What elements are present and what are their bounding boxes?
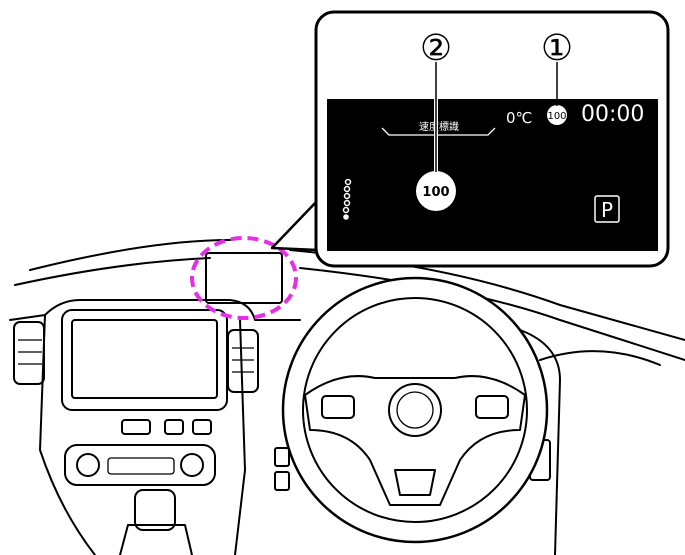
gear-shifter [119,489,193,555]
marker-2-leader: ② [420,28,452,172]
head-up-display-screen [327,99,658,251]
callout-box [314,10,670,268]
callout-pointer [270,198,320,252]
parking-gear-indicator: P [594,195,620,223]
marker-1-leader: ① [541,28,573,106]
hazard-buttons [121,419,212,435]
speed-sign-area: 速度標識 [381,120,496,136]
marker-1: ① [541,28,573,69]
large-speed-sign-icon [416,171,456,211]
center-infotainment-display [61,309,228,411]
gear-letter: P [601,198,613,222]
large-speed-sign-value: 100 [422,185,449,200]
climate-control-panel [64,444,216,486]
steering-wheel [281,276,549,544]
left-air-vent [13,321,45,385]
clock: 00:00 [581,102,644,127]
small-speed-sign-value: 100 [547,111,566,122]
marker-2: ② [420,28,452,69]
small-speed-sign-icon [547,105,567,125]
head-up-display-highlight [190,236,298,320]
distance-indicator-dots [342,178,352,220]
outside-temperature: 0℃ [506,109,532,127]
speed-sign-label: 速度標識 [419,120,459,133]
